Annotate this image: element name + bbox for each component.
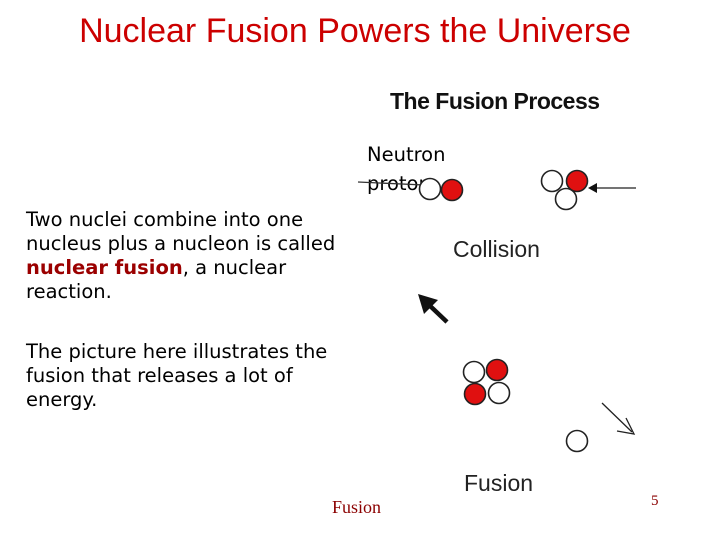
incoming-neutron-b — [554, 187, 578, 211]
legend-neutron-label: Neutron — [367, 143, 446, 166]
paragraph-text-after: , a nuclear reaction. — [26, 256, 287, 303]
paragraph-definition: Two nuclei combine into one nucleus plus… — [26, 208, 356, 304]
page-number: 5 — [651, 493, 659, 509]
collision-label: Collision — [453, 236, 540, 262]
slide-title: Nuclear Fusion Powers the Universe — [79, 12, 631, 50]
legend-proton-label: proton — [367, 172, 431, 195]
incoming-proton — [565, 169, 589, 193]
highlight-term: nuclear fusion — [26, 256, 183, 279]
fused-proton-b — [463, 382, 487, 406]
released-neutron — [565, 429, 589, 453]
collision-arrow — [418, 294, 449, 324]
legend-proton-particle — [440, 178, 464, 202]
neutron-release-arrow — [601, 402, 636, 435]
fused-neutron-a — [462, 360, 486, 384]
fusion-label: Fusion — [464, 470, 534, 496]
fused-neutron-b — [487, 381, 511, 405]
diagram-title: The Fusion Process — [390, 88, 600, 114]
incoming-arrow — [588, 183, 636, 193]
paragraph-text-before: Two nuclei combine into one nucleus plus… — [26, 208, 336, 255]
fused-nucleus — [462, 358, 511, 406]
fused-proton-a — [485, 358, 509, 382]
incoming-neutron-a — [540, 169, 564, 193]
incoming-nucleus — [540, 169, 589, 211]
paragraph-illustration: The picture here illustrates the fusion … — [26, 340, 328, 411]
footer-text: Fusion — [332, 497, 382, 517]
